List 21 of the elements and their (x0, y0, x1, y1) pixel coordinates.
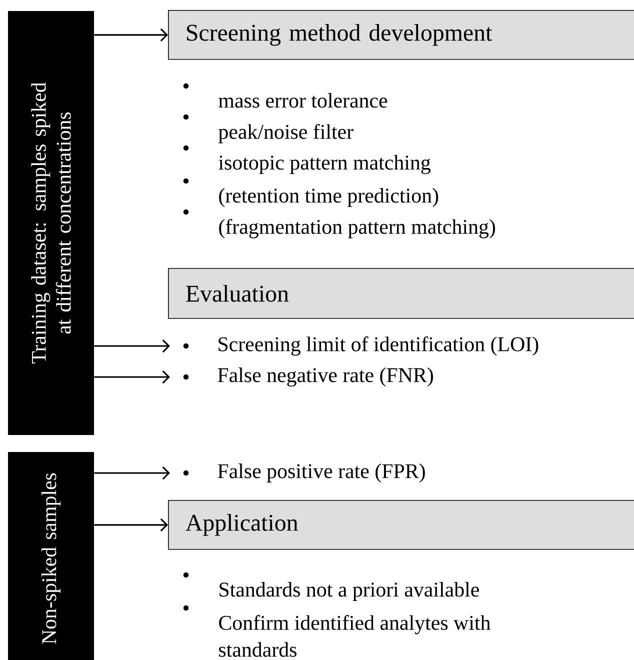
bullet-item: Screening limit of identification (LOI) (183, 336, 538, 356)
arrow (94, 339, 170, 353)
arrow (94, 466, 170, 480)
arrow (94, 518, 168, 532)
bullet-item: (retention time prediction) (183, 178, 438, 207)
stage-box: Application (168, 500, 634, 550)
bullet-item: peak/noise filter (183, 114, 354, 144)
bullet-item: False positive rate (FPR) (183, 464, 425, 482)
stage-box: Screening method development (168, 10, 634, 60)
bullet-item: (fragmentation pattern matching) (183, 209, 495, 238)
stage-box: Evaluation (168, 268, 634, 319)
sample-band: Training dataset: samples spiked at different concentrations (8, 11, 94, 435)
arrow (94, 370, 170, 384)
arrow (94, 28, 168, 42)
bullet-item: Confirm identified analytes with standards (183, 605, 490, 657)
bullet-item: False negative rate (FNR) (183, 368, 433, 387)
node-label: False negative rate (FNR) (218, 367, 433, 387)
sample-band: Non-spiked samples (8, 452, 94, 660)
bullet-item: Standards not a priori available (183, 572, 479, 601)
bullet-item: isotopic pattern matching (183, 145, 430, 174)
bullet-item: mass error tolerance (183, 83, 388, 108)
